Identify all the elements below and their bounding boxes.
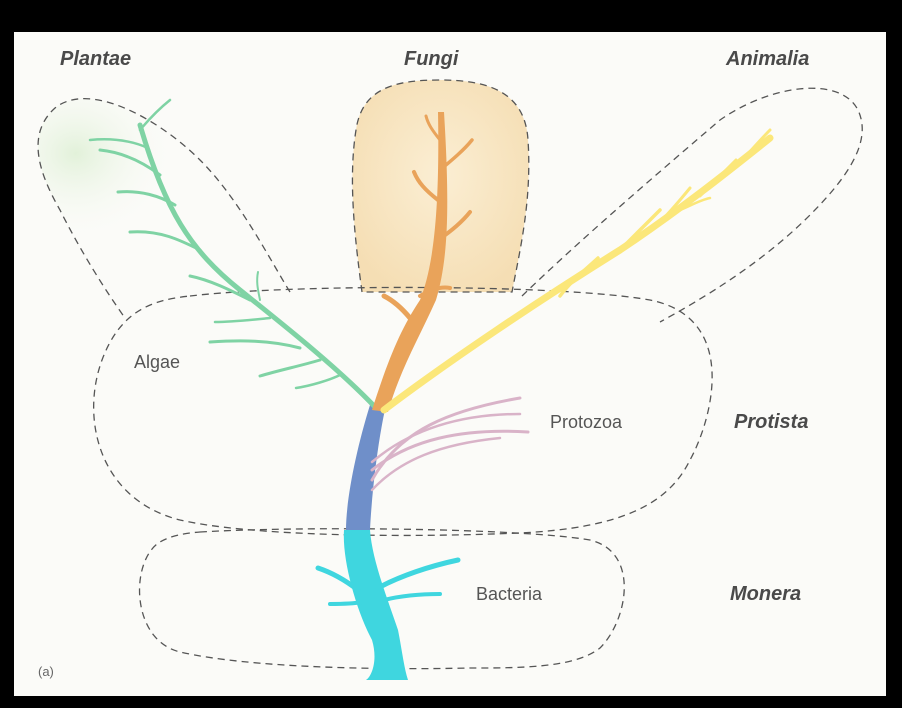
bacteria-branch-left-2 (330, 602, 362, 604)
bacteria-branch-right (378, 560, 458, 588)
panel-label: (a) (38, 664, 54, 679)
protozoa-label: Protozoa (550, 412, 623, 432)
algae-label: Algae (134, 352, 180, 372)
plantae-outline (38, 99, 290, 318)
fungi-label: Fungi (404, 48, 459, 70)
bacteria-branch-right-2 (384, 594, 440, 600)
protozoa-branches (372, 398, 528, 490)
animalia-label: Animalia (725, 48, 809, 70)
protista-label: Protista (734, 411, 808, 433)
plantae-label: Plantae (60, 48, 131, 70)
monera-label: Monera (730, 583, 801, 605)
bacteria-label: Bacteria (476, 584, 543, 604)
